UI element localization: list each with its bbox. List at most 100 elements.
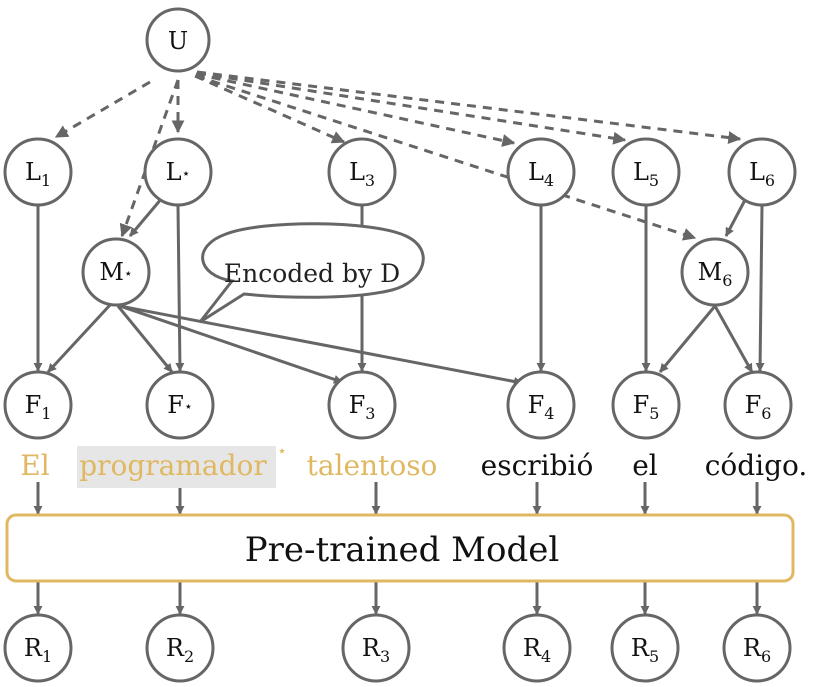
edge-mstar-fstar xyxy=(116,305,174,373)
node-f6: F6 xyxy=(723,370,793,440)
node-f6-sub: 6 xyxy=(761,404,771,423)
node-l1-base: L xyxy=(25,158,41,186)
node-fstar: F⋆ xyxy=(145,370,215,440)
node-lstar-sub: ⋆ xyxy=(182,166,191,182)
word-1: El xyxy=(20,449,49,482)
node-r6-sub: 6 xyxy=(761,647,771,666)
node-l6-base: L xyxy=(749,158,765,186)
node-f1-sub: 1 xyxy=(41,404,51,423)
svg-text:F5: F5 xyxy=(633,391,660,423)
node-l4-sub: 4 xyxy=(544,171,554,190)
svg-text:F6: F6 xyxy=(745,391,772,423)
edge-m6-f5 xyxy=(658,305,717,373)
node-r4-base: R xyxy=(523,634,542,662)
svg-text:L⋆: L⋆ xyxy=(166,158,191,186)
svg-text:R4: R4 xyxy=(523,634,551,666)
svg-text:R6: R6 xyxy=(743,634,771,666)
node-mstar: M⋆ xyxy=(81,237,151,307)
edge-mstar-f4 xyxy=(119,304,523,386)
edge-u-l6 xyxy=(196,70,742,145)
svg-text:R3: R3 xyxy=(362,634,390,666)
svg-text:R1: R1 xyxy=(24,634,52,666)
svg-text:M⋆: M⋆ xyxy=(99,258,132,286)
node-m6-sub: 6 xyxy=(722,271,732,290)
node-r6-base: R xyxy=(743,634,762,662)
word-6: código. xyxy=(705,449,808,482)
edge-l6-m6 xyxy=(724,199,747,237)
node-r6: R6 xyxy=(722,613,792,683)
svg-text:R5: R5 xyxy=(631,634,659,666)
node-r1: R1 xyxy=(3,613,73,683)
node-r5-base: R xyxy=(631,634,650,662)
node-r5: R5 xyxy=(610,613,680,683)
pretrained-model: Pre-trained Model xyxy=(5,513,795,583)
svg-text:L5: L5 xyxy=(633,158,659,190)
node-f3-base: F xyxy=(349,391,366,419)
node-f1-base: F xyxy=(25,391,42,419)
node-lstar-base: L xyxy=(166,158,182,186)
svg-text:L3: L3 xyxy=(349,158,375,190)
node-l3-sub: 3 xyxy=(365,171,375,190)
edge-u-l1 xyxy=(54,80,151,139)
node-layer: U L1 L⋆ L3 L4 L5 L6 M⋆ xyxy=(3,7,797,683)
edge-mstar-f3 xyxy=(119,304,343,384)
edge-l6-f6 xyxy=(755,205,765,372)
node-l1-sub: 1 xyxy=(41,171,51,190)
node-r3: R3 xyxy=(341,613,411,683)
node-r2: R2 xyxy=(145,613,215,683)
node-lstar: L⋆ xyxy=(143,137,213,207)
node-f4: F4 xyxy=(506,370,576,440)
target-word-highlight xyxy=(77,446,276,488)
model-box xyxy=(5,513,795,583)
node-l5-sub: 5 xyxy=(649,171,659,190)
node-l5: L5 xyxy=(611,137,681,207)
node-fstar-base: F xyxy=(167,391,184,419)
edge-layer xyxy=(33,70,765,615)
edge-u-l3 xyxy=(194,74,346,144)
node-m6-base: M xyxy=(698,258,723,286)
node-mstar-sub: ⋆ xyxy=(124,266,133,282)
node-r4: R4 xyxy=(502,613,572,683)
node-u: U xyxy=(145,7,211,73)
word-3: talentoso xyxy=(307,449,438,482)
node-mstar-base: M xyxy=(99,258,124,286)
node-l4: L4 xyxy=(506,137,576,207)
edge-u-l4 xyxy=(195,72,516,147)
svg-text:L4: L4 xyxy=(528,158,554,190)
callout-bubble xyxy=(198,222,425,324)
word-2: programador xyxy=(79,449,267,482)
edge-u-l5 xyxy=(196,71,627,145)
node-f1: F1 xyxy=(3,370,73,440)
word-4: escribió xyxy=(481,449,594,482)
node-l6-sub: 6 xyxy=(765,171,775,190)
svg-text:R2: R2 xyxy=(166,634,194,666)
node-r4-sub: 4 xyxy=(541,647,551,666)
node-r3-sub: 3 xyxy=(380,647,390,666)
edge-u-m6 xyxy=(195,74,697,241)
node-f3-sub: 3 xyxy=(365,404,375,423)
node-f5: F5 xyxy=(611,370,681,440)
node-fstar-sub: ⋆ xyxy=(184,399,193,415)
node-m6: M6 xyxy=(680,237,750,307)
node-r1-base: R xyxy=(24,634,43,662)
node-r5-sub: 5 xyxy=(649,647,659,666)
svg-text:F4: F4 xyxy=(528,391,555,423)
target-star-mark: ⋆ xyxy=(277,441,287,460)
node-l6: L6 xyxy=(727,137,797,207)
node-f5-sub: 5 xyxy=(649,404,659,423)
svg-text:F3: F3 xyxy=(349,391,376,423)
svg-text:F⋆: F⋆ xyxy=(167,391,192,419)
svg-text:L6: L6 xyxy=(749,158,775,190)
model-label: Pre-trained Model xyxy=(245,530,559,570)
edge-lstar-fstar xyxy=(175,205,185,372)
node-f4-base: F xyxy=(528,391,545,419)
node-f5-base: F xyxy=(633,391,650,419)
node-f4-sub: 4 xyxy=(544,404,554,423)
edge-m6-f6 xyxy=(713,305,754,373)
svg-text:L1: L1 xyxy=(25,158,51,190)
word-5: el xyxy=(632,449,658,482)
node-f3: F3 xyxy=(327,370,397,440)
encoded-callout: Encoded by D xyxy=(198,222,425,324)
node-r3-base: R xyxy=(362,634,381,662)
